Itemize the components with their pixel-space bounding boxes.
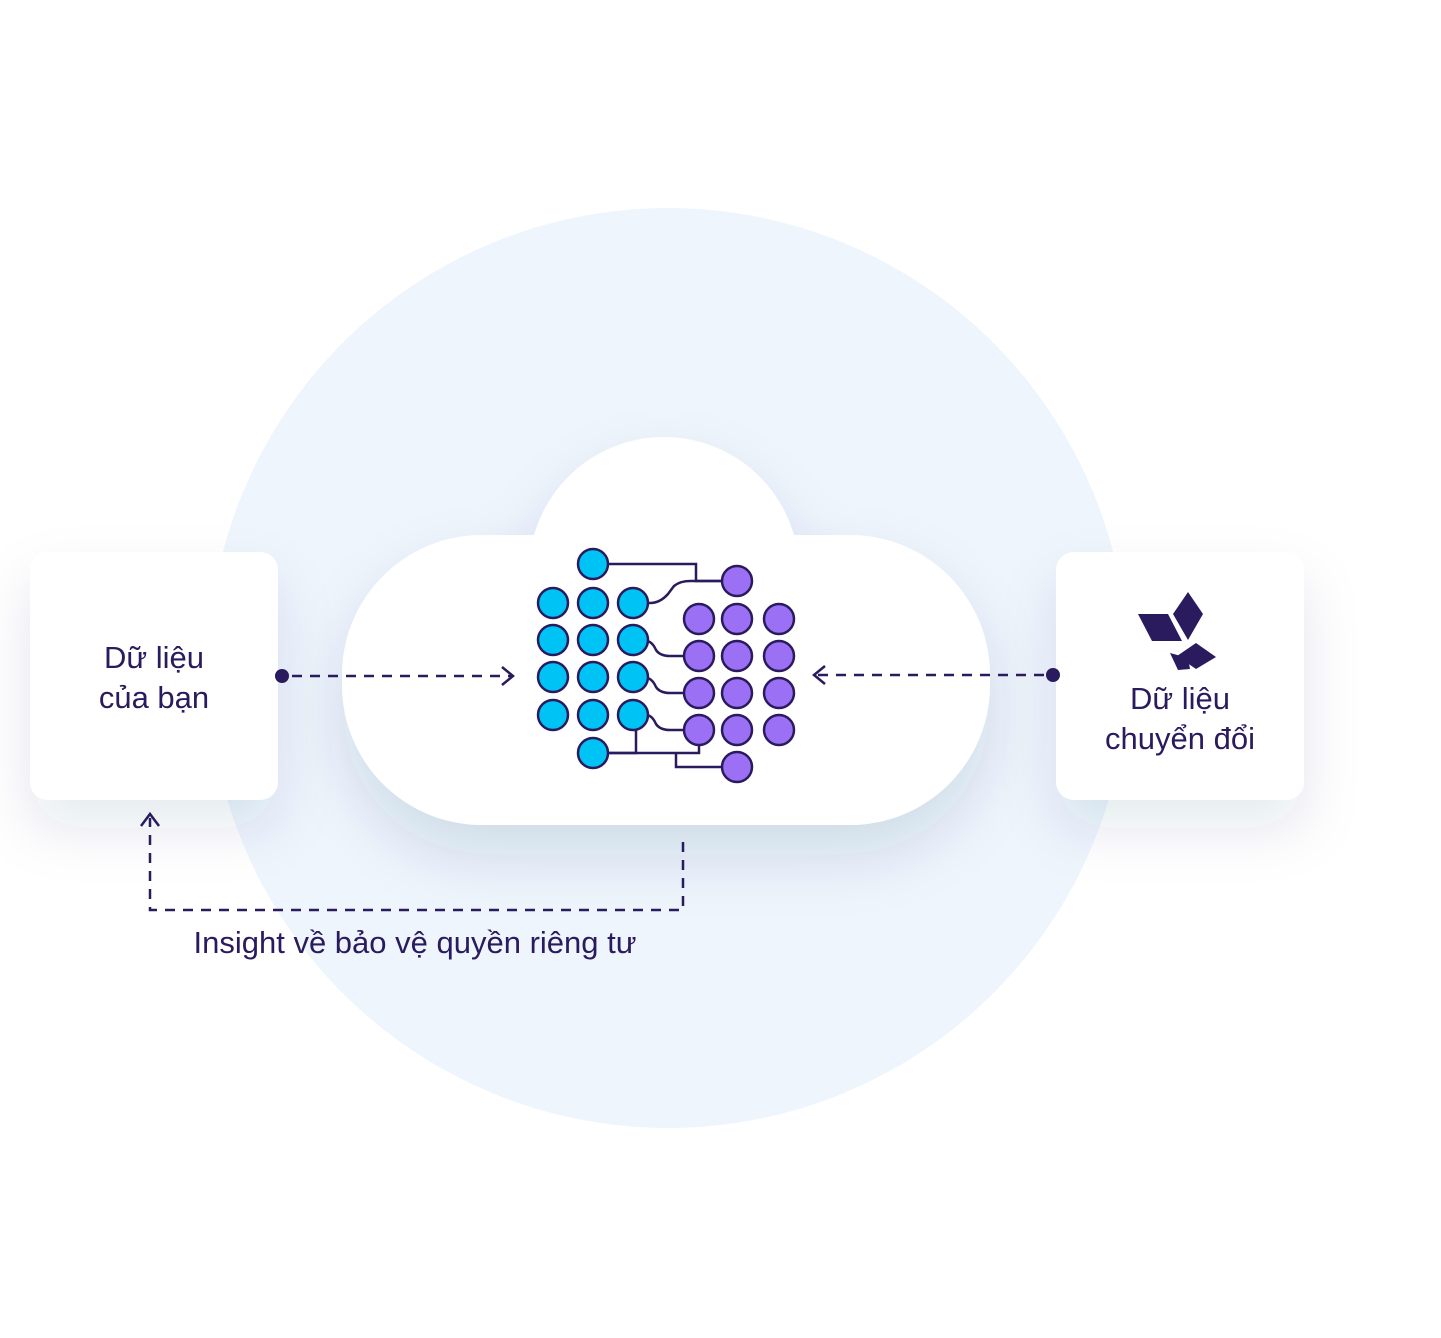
transformed-data-card: Dữ liệu chuyển đổi xyxy=(1056,552,1304,800)
transformed-to-cloud-connector xyxy=(812,665,1044,685)
privacy-insight-label: Insight về bảo vệ quyền riêng tư xyxy=(194,925,637,960)
network-node xyxy=(720,750,754,784)
arrow-right-icon xyxy=(501,666,515,686)
input-nodes xyxy=(536,547,650,770)
transformed-data-label-line1: Dữ liệu xyxy=(1130,681,1230,716)
insight-return-connector xyxy=(140,811,685,912)
source-data-label-line1: Dữ liệu xyxy=(104,640,204,675)
network-node xyxy=(682,602,716,636)
network-node xyxy=(536,660,570,694)
network-node xyxy=(682,676,716,710)
network-node xyxy=(576,736,610,770)
network-node xyxy=(536,623,570,657)
output-nodes xyxy=(682,564,796,784)
network-node xyxy=(762,676,796,710)
network-node xyxy=(616,698,650,732)
network-node xyxy=(720,564,754,598)
node-network-icon xyxy=(536,547,796,784)
source-connector-dot xyxy=(275,669,289,683)
arrow-up-icon xyxy=(140,811,160,827)
network-node xyxy=(576,623,610,657)
arrow-left-icon xyxy=(812,665,826,685)
network-node xyxy=(536,586,570,620)
network-node xyxy=(762,639,796,673)
network-node xyxy=(536,698,570,732)
network-node xyxy=(576,660,610,694)
network-node xyxy=(762,602,796,636)
diamond-cluster-logo-icon xyxy=(1138,592,1216,670)
network-node xyxy=(682,713,716,747)
network-node xyxy=(720,639,754,673)
network-node xyxy=(616,623,650,657)
transformed-data-label-line2: chuyển đổi xyxy=(1105,721,1255,756)
network-node xyxy=(762,713,796,747)
network-node xyxy=(576,698,610,732)
network-node xyxy=(720,676,754,710)
network-node xyxy=(720,602,754,636)
network-node xyxy=(576,547,610,581)
network-node xyxy=(576,586,610,620)
transformed-connector-dot xyxy=(1046,668,1060,682)
source-data-card: Dữ liệu của bạn xyxy=(30,552,278,800)
source-to-cloud-connector xyxy=(292,666,515,686)
network-node xyxy=(616,660,650,694)
network-node xyxy=(616,586,650,620)
network-node xyxy=(682,639,716,673)
network-node xyxy=(720,713,754,747)
source-data-label-line2: của bạn xyxy=(99,680,209,715)
